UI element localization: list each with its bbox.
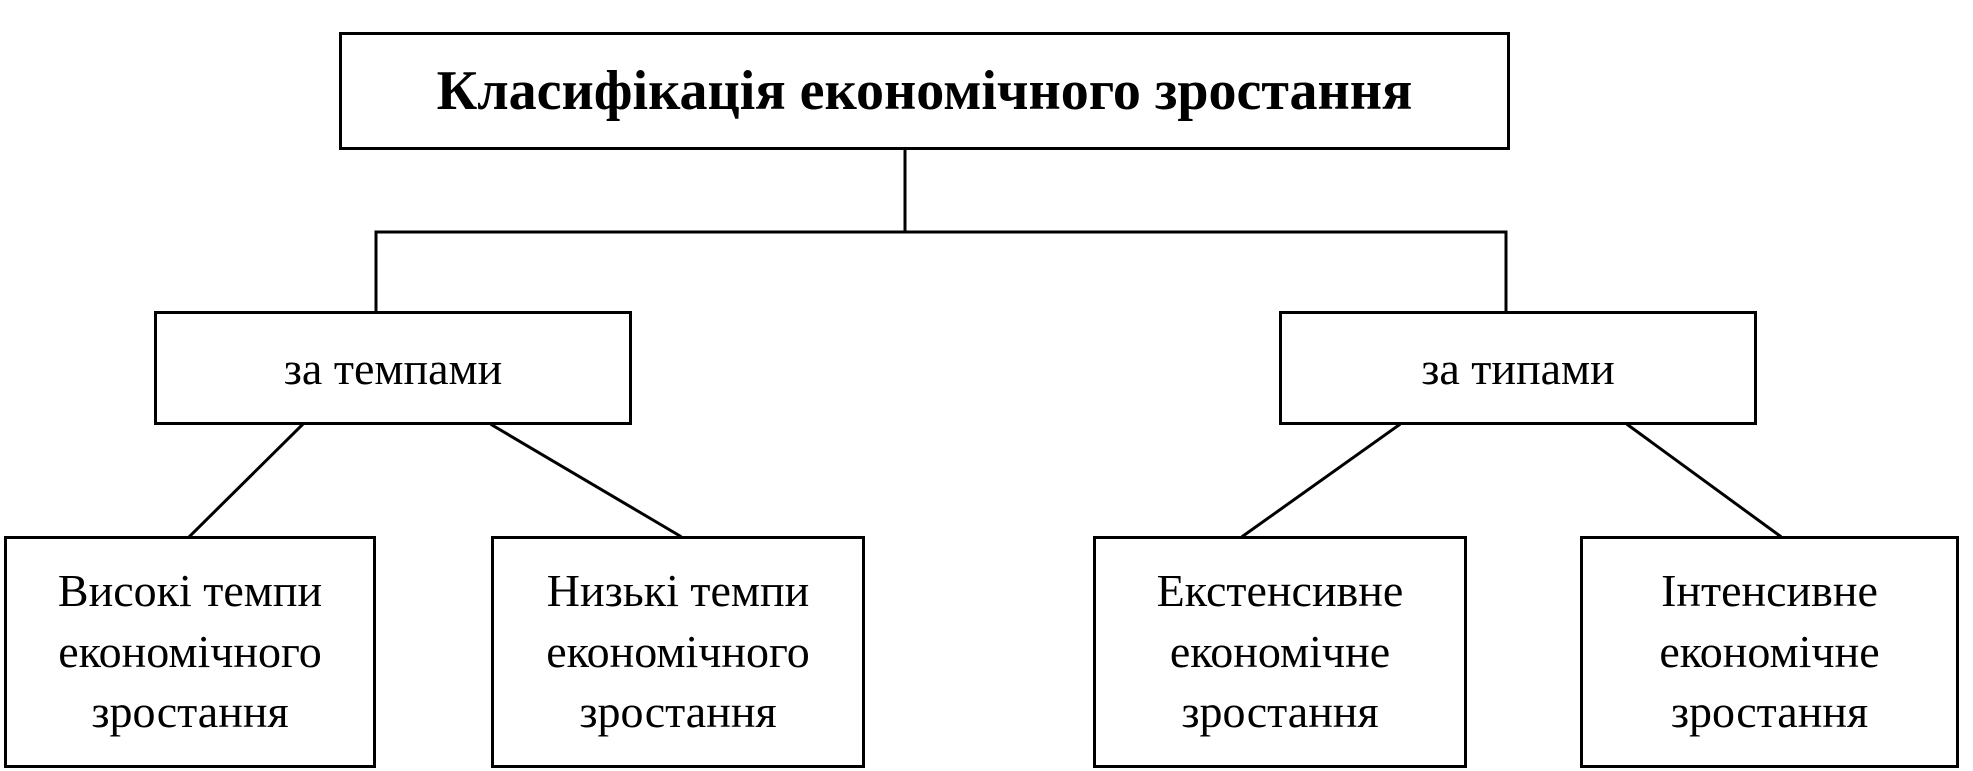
leaf-node-high-pace: Високі темпи економічного зростання	[4, 536, 376, 768]
category-node-label: за типами	[1421, 342, 1615, 394]
root-node: Класифікація економічного зростання	[339, 32, 1510, 150]
root-node-label: Класифікація економічного зростання	[436, 60, 1413, 122]
leaf-node-label: Низькі темпи економічного зростання	[546, 564, 810, 738]
leaf-node-low-pace: Низькі темпи економічного зростання	[491, 536, 865, 768]
category-node-pace: за темпами	[154, 311, 632, 425]
category-node-type: за типами	[1279, 311, 1757, 425]
leaf-node-label: Екстенсивне економічне зростання	[1156, 564, 1404, 738]
leaf-node-intensive: Інтенсивне економічне зростання	[1580, 536, 1959, 768]
leaf-node-extensive: Екстенсивне економічне зростання	[1093, 536, 1467, 768]
leaf-node-label: Інтенсивне економічне зростання	[1659, 564, 1880, 738]
connector-pace-to-high	[187, 422, 305, 539]
connector-pace-to-low	[489, 422, 683, 539]
connector-type-to-int	[1625, 422, 1783, 539]
category-node-label: за темпами	[283, 342, 503, 394]
connector-type-to-ext	[1240, 422, 1402, 539]
leaf-node-label: Високі темпи економічного зростання	[57, 564, 323, 738]
